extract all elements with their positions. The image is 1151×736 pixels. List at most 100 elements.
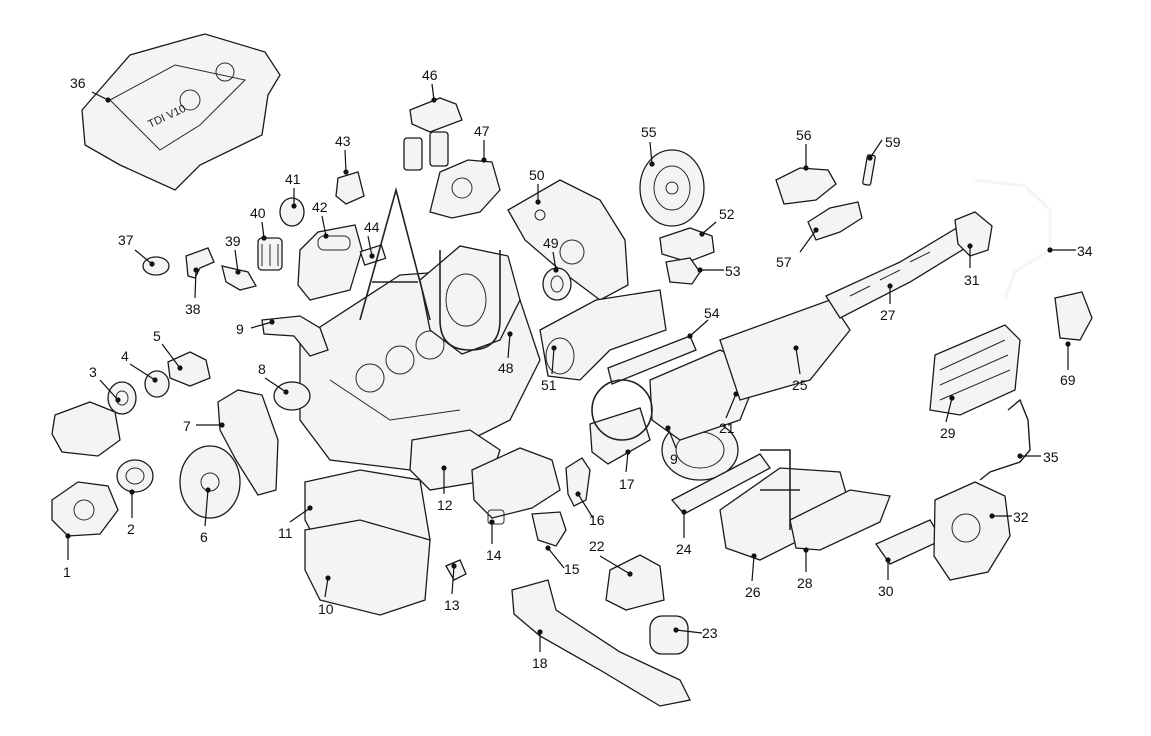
callout-2[interactable]: 2	[127, 521, 135, 537]
leader-line	[869, 139, 883, 159]
leader-line	[234, 249, 239, 273]
callout-12[interactable]: 12	[437, 497, 453, 513]
callout-29[interactable]: 29	[940, 425, 956, 441]
callout-15[interactable]: 15	[564, 561, 580, 577]
callout-8[interactable]: 8	[258, 361, 266, 377]
watermark	[359, 186, 800, 530]
callout-11[interactable]: 11	[278, 525, 293, 541]
part-tensioner-5	[167, 351, 211, 387]
callout-47[interactable]: 47	[474, 123, 490, 139]
callout-9b[interactable]: 9	[670, 451, 678, 467]
leader-dot	[813, 227, 819, 233]
callout-13[interactable]: 13	[444, 597, 460, 613]
callout-56[interactable]: 56	[796, 127, 812, 143]
leader-dot	[887, 283, 893, 289]
leader-dot	[551, 345, 557, 351]
leader-dot	[575, 491, 581, 497]
callout-7[interactable]: 7	[183, 418, 191, 434]
callout-14[interactable]: 14	[486, 547, 502, 563]
leader-dot	[177, 365, 183, 371]
callout-31[interactable]: 31	[964, 272, 980, 288]
callout-23[interactable]: 23	[702, 625, 718, 641]
callout-9a[interactable]: 9	[236, 321, 244, 337]
callout-17[interactable]: 17	[619, 476, 635, 492]
callout-34[interactable]: 34	[1077, 243, 1093, 259]
callout-38[interactable]: 38	[185, 301, 201, 317]
callout-52[interactable]: 52	[719, 206, 735, 222]
leader-line	[675, 629, 703, 634]
leader-line	[751, 555, 755, 582]
callout-18[interactable]: 18	[532, 655, 548, 671]
part-bracket-38	[185, 247, 215, 279]
leader-dot	[235, 269, 241, 275]
leader-dot	[673, 627, 679, 633]
leader-line	[577, 493, 594, 519]
callout-28[interactable]: 28	[797, 575, 813, 591]
callout-5[interactable]: 5	[153, 328, 161, 344]
callout-24[interactable]: 24	[676, 541, 692, 557]
callout-22[interactable]: 22	[589, 538, 605, 554]
leader-line	[667, 427, 677, 449]
callout-21[interactable]: 21	[719, 420, 735, 436]
leader-line	[161, 343, 181, 369]
callout-50[interactable]: 50	[529, 167, 545, 183]
callout-10[interactable]: 10	[318, 601, 334, 617]
callout-46[interactable]: 46	[422, 67, 438, 83]
callout-32[interactable]: 32	[1013, 509, 1029, 525]
leader-line	[91, 91, 109, 101]
leader-line	[547, 547, 565, 569]
callout-54[interactable]: 54	[704, 305, 720, 321]
callout-69[interactable]: 69	[1060, 372, 1076, 388]
leader-dot	[535, 199, 541, 205]
callout-42[interactable]: 42	[312, 199, 328, 215]
callout-4[interactable]: 4	[121, 348, 129, 364]
part-fuel-pump-47	[429, 159, 501, 219]
callout-40[interactable]: 40	[250, 205, 266, 221]
leader-dot	[343, 169, 349, 175]
callout-57[interactable]: 57	[776, 254, 792, 270]
callout-49[interactable]: 49	[543, 235, 559, 251]
callout-26[interactable]: 26	[745, 584, 761, 600]
callout-48[interactable]: 48	[498, 360, 514, 376]
callout-39[interactable]: 39	[225, 233, 241, 249]
leader-dot	[219, 422, 225, 428]
leader-dot	[803, 547, 809, 553]
leader-dot	[1065, 341, 1071, 347]
callout-53[interactable]: 53	[725, 263, 741, 279]
leader-line	[431, 83, 435, 101]
callout-43[interactable]: 43	[335, 133, 351, 149]
callout-59[interactable]: 59	[885, 134, 901, 150]
leader-line	[129, 363, 156, 381]
callout-36[interactable]: 36	[70, 75, 86, 91]
leader-line	[451, 565, 455, 595]
callout-27[interactable]: 27	[880, 307, 896, 323]
callout-41[interactable]: 41	[285, 171, 301, 187]
callout-37[interactable]: 37	[118, 232, 134, 248]
callout-25[interactable]: 25	[792, 377, 808, 393]
leader-dot	[105, 97, 111, 103]
leader-dot	[1017, 453, 1023, 459]
callout-6[interactable]: 6	[200, 529, 208, 545]
part-filter-cap-41	[279, 197, 305, 227]
engine-parts: TDI V10	[51, 33, 1093, 707]
callout-51[interactable]: 51	[541, 377, 557, 393]
callout-35[interactable]: 35	[1043, 449, 1059, 465]
callout-55[interactable]: 55	[641, 124, 657, 140]
leader-dot	[129, 489, 135, 495]
leader-dot	[793, 345, 799, 351]
callout-30[interactable]: 30	[878, 583, 894, 599]
part-pump-52	[659, 227, 715, 263]
callout-labels: 1 2 3 4 5 6 7 8 9 9 10 11 12 13 14 15 16…	[63, 67, 1093, 671]
callout-1[interactable]: 1	[63, 564, 71, 580]
part-pulley-3	[107, 381, 137, 415]
leader-line	[321, 215, 327, 237]
part-seal-2	[116, 459, 154, 493]
part-flywheel-55	[639, 149, 705, 227]
part-heat-shield-25	[719, 299, 851, 401]
part-pipe-30	[875, 519, 943, 565]
callout-44[interactable]: 44	[364, 219, 380, 235]
part-valve-69	[1054, 291, 1093, 341]
callout-16[interactable]: 16	[589, 512, 605, 528]
callout-3[interactable]: 3	[89, 364, 97, 380]
